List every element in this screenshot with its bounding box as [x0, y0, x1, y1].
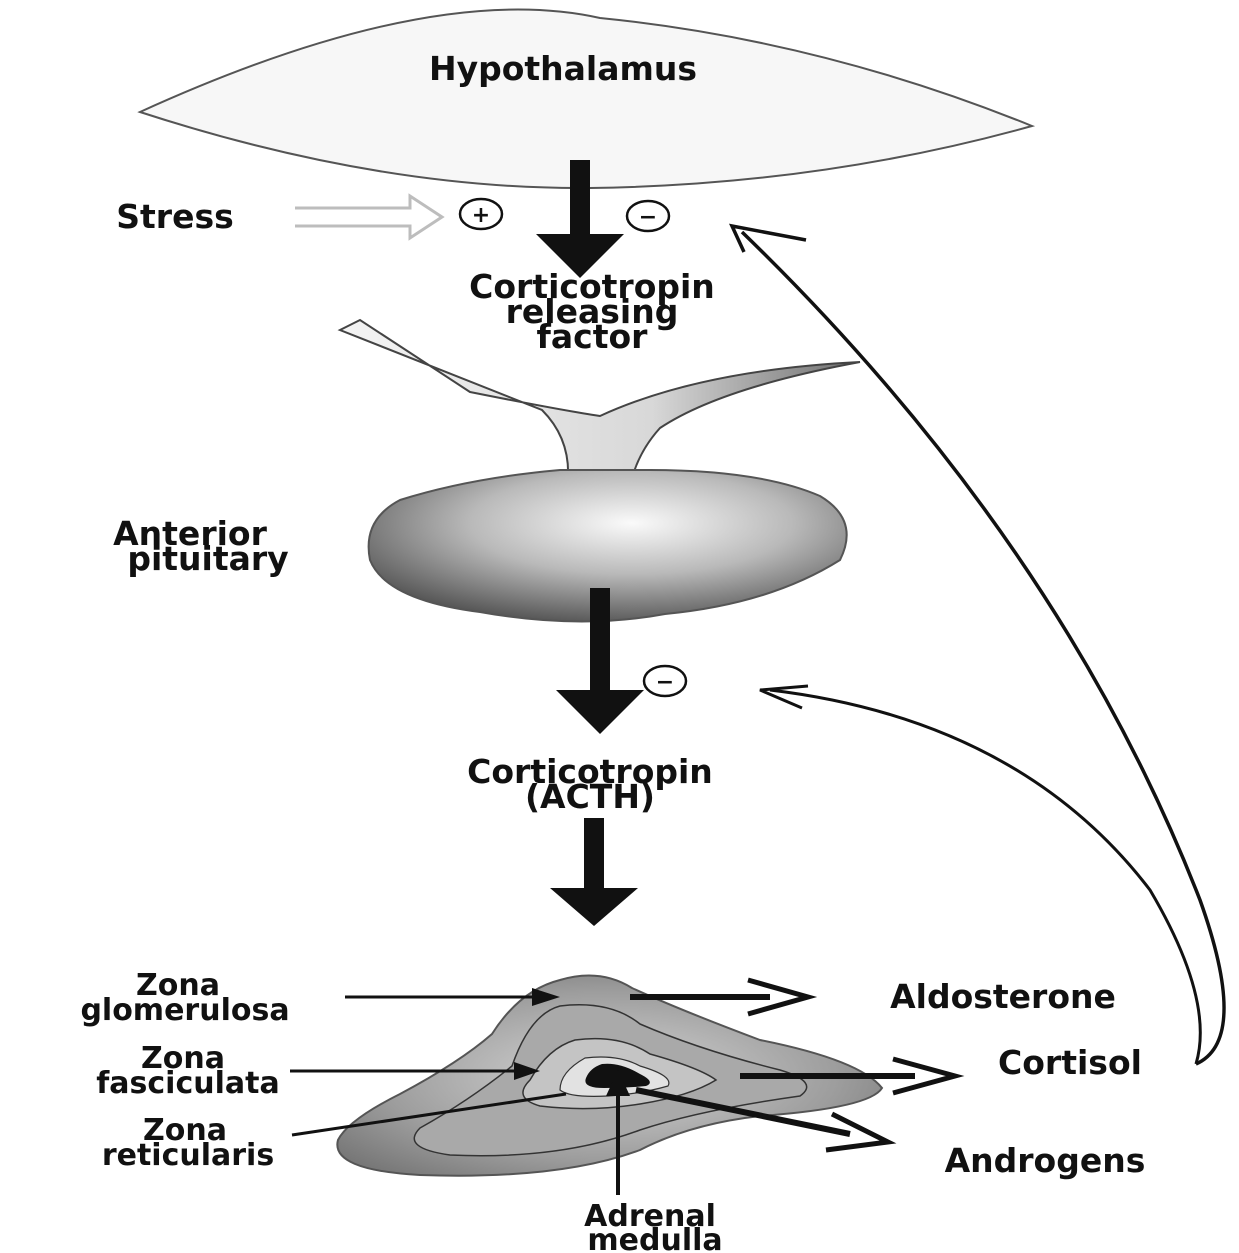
zona-reticularis-label-line2: reticularis	[102, 1138, 274, 1173]
svg-text:+: +	[472, 203, 490, 228]
adrenal-medulla-label-line2: medulla	[587, 1223, 722, 1253]
crf-label-line3: factor	[537, 317, 649, 356]
aldosterone-label: Aldosterone	[890, 977, 1116, 1016]
hypothalamus-label: Hypothalamus	[429, 49, 697, 88]
adrenal-down-arrow	[550, 818, 638, 926]
inhibit-minus-sign-hypothalamus: −	[627, 201, 669, 231]
svg-text:−: −	[656, 670, 674, 695]
inhibit-minus-sign-pituitary: −	[644, 666, 686, 696]
zona-glomerulosa-label-line2: glomerulosa	[80, 993, 289, 1028]
stress-label: Stress	[116, 197, 233, 236]
stress-arrow	[295, 196, 442, 238]
zona-fasciculata-label-line2: fasciculata	[96, 1066, 279, 1101]
anterior-pituitary-label-line2: pituitary	[127, 539, 288, 578]
feedback-to-hypothalamus-arrow	[732, 226, 1224, 1064]
stimulate-plus-sign: +	[460, 199, 502, 229]
svg-text:−: −	[639, 205, 657, 230]
acth-label-line2: (ACTH)	[525, 777, 655, 816]
androgens-label: Androgens	[945, 1141, 1146, 1180]
cortisol-label: Cortisol	[998, 1043, 1142, 1082]
